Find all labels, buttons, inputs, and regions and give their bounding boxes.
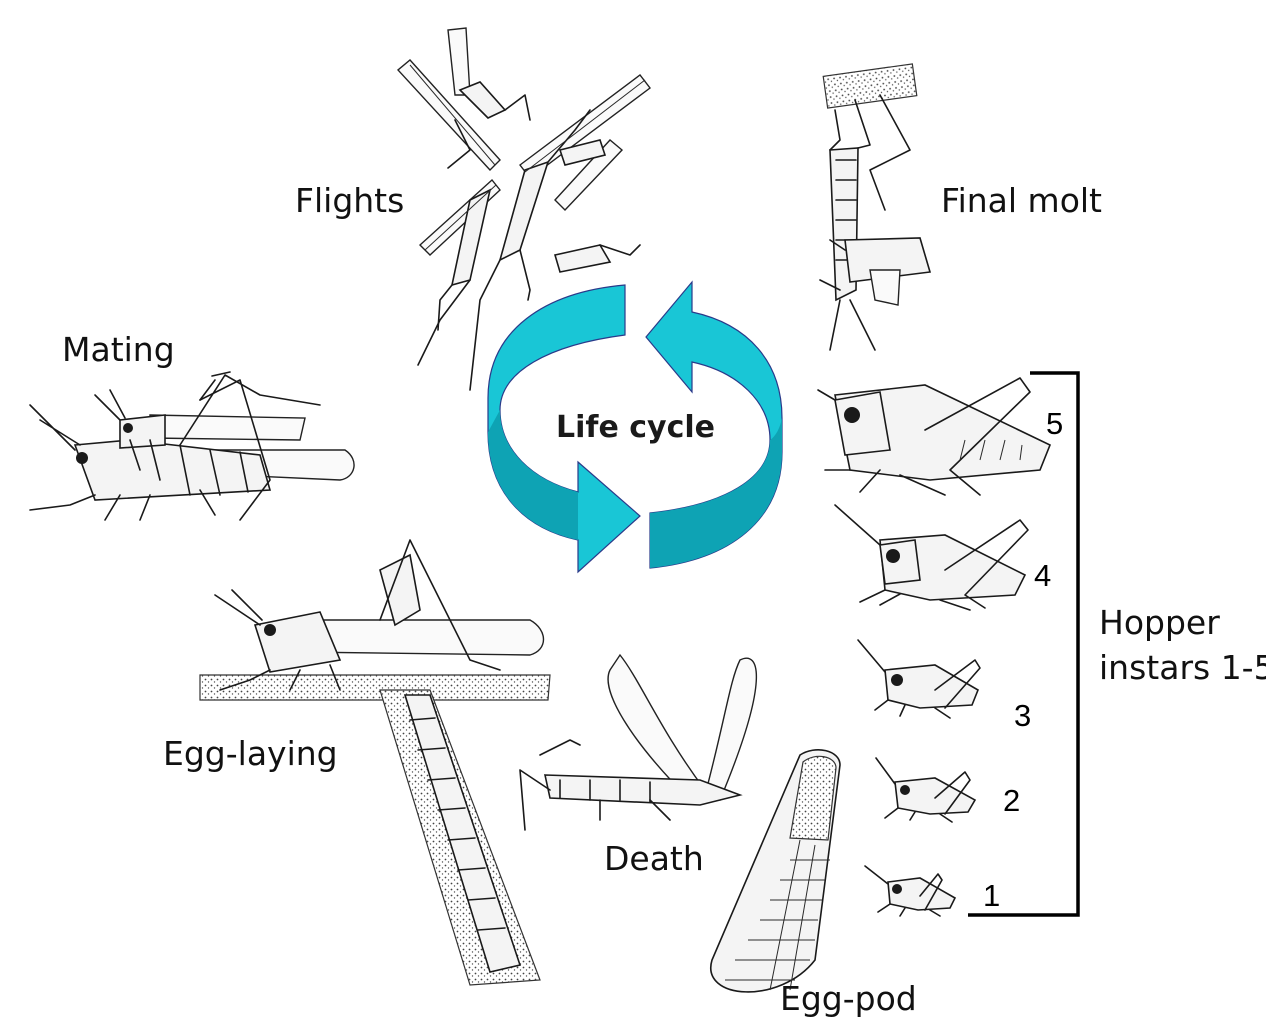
hopper-1-illustration — [865, 866, 955, 916]
instar-number-1: 1 — [983, 880, 1000, 911]
hopper-bracket-label-line2: instars 1-5 — [1099, 651, 1266, 684]
instar-number-4: 4 — [1034, 560, 1051, 591]
stage-label-mating: Mating — [62, 333, 175, 366]
death-illustration — [520, 655, 756, 830]
final-molt-illustration — [820, 64, 930, 350]
mating-illustration — [30, 372, 354, 520]
egg-pod-illustration — [711, 750, 840, 992]
hopper-3-illustration — [858, 640, 980, 718]
instar-number-5: 5 — [1046, 408, 1063, 439]
hopper-2-illustration — [876, 758, 975, 822]
stage-label-death: Death — [604, 842, 704, 875]
center-label: Life cycle — [556, 413, 715, 443]
stage-label-egg-laying: Egg-laying — [163, 737, 338, 770]
instar-number-3: 3 — [1014, 700, 1031, 731]
stage-label-final-molt: Final molt — [941, 184, 1102, 217]
hopper-5-illustration — [818, 378, 1050, 495]
stage-label-egg-pod: Egg-pod — [780, 982, 917, 1015]
stage-label-flights: Flights — [295, 184, 404, 217]
instar-number-2: 2 — [1003, 785, 1020, 816]
hopper-4-illustration — [835, 505, 1028, 610]
hopper-bracket-label-line1: Hopper — [1099, 606, 1220, 639]
